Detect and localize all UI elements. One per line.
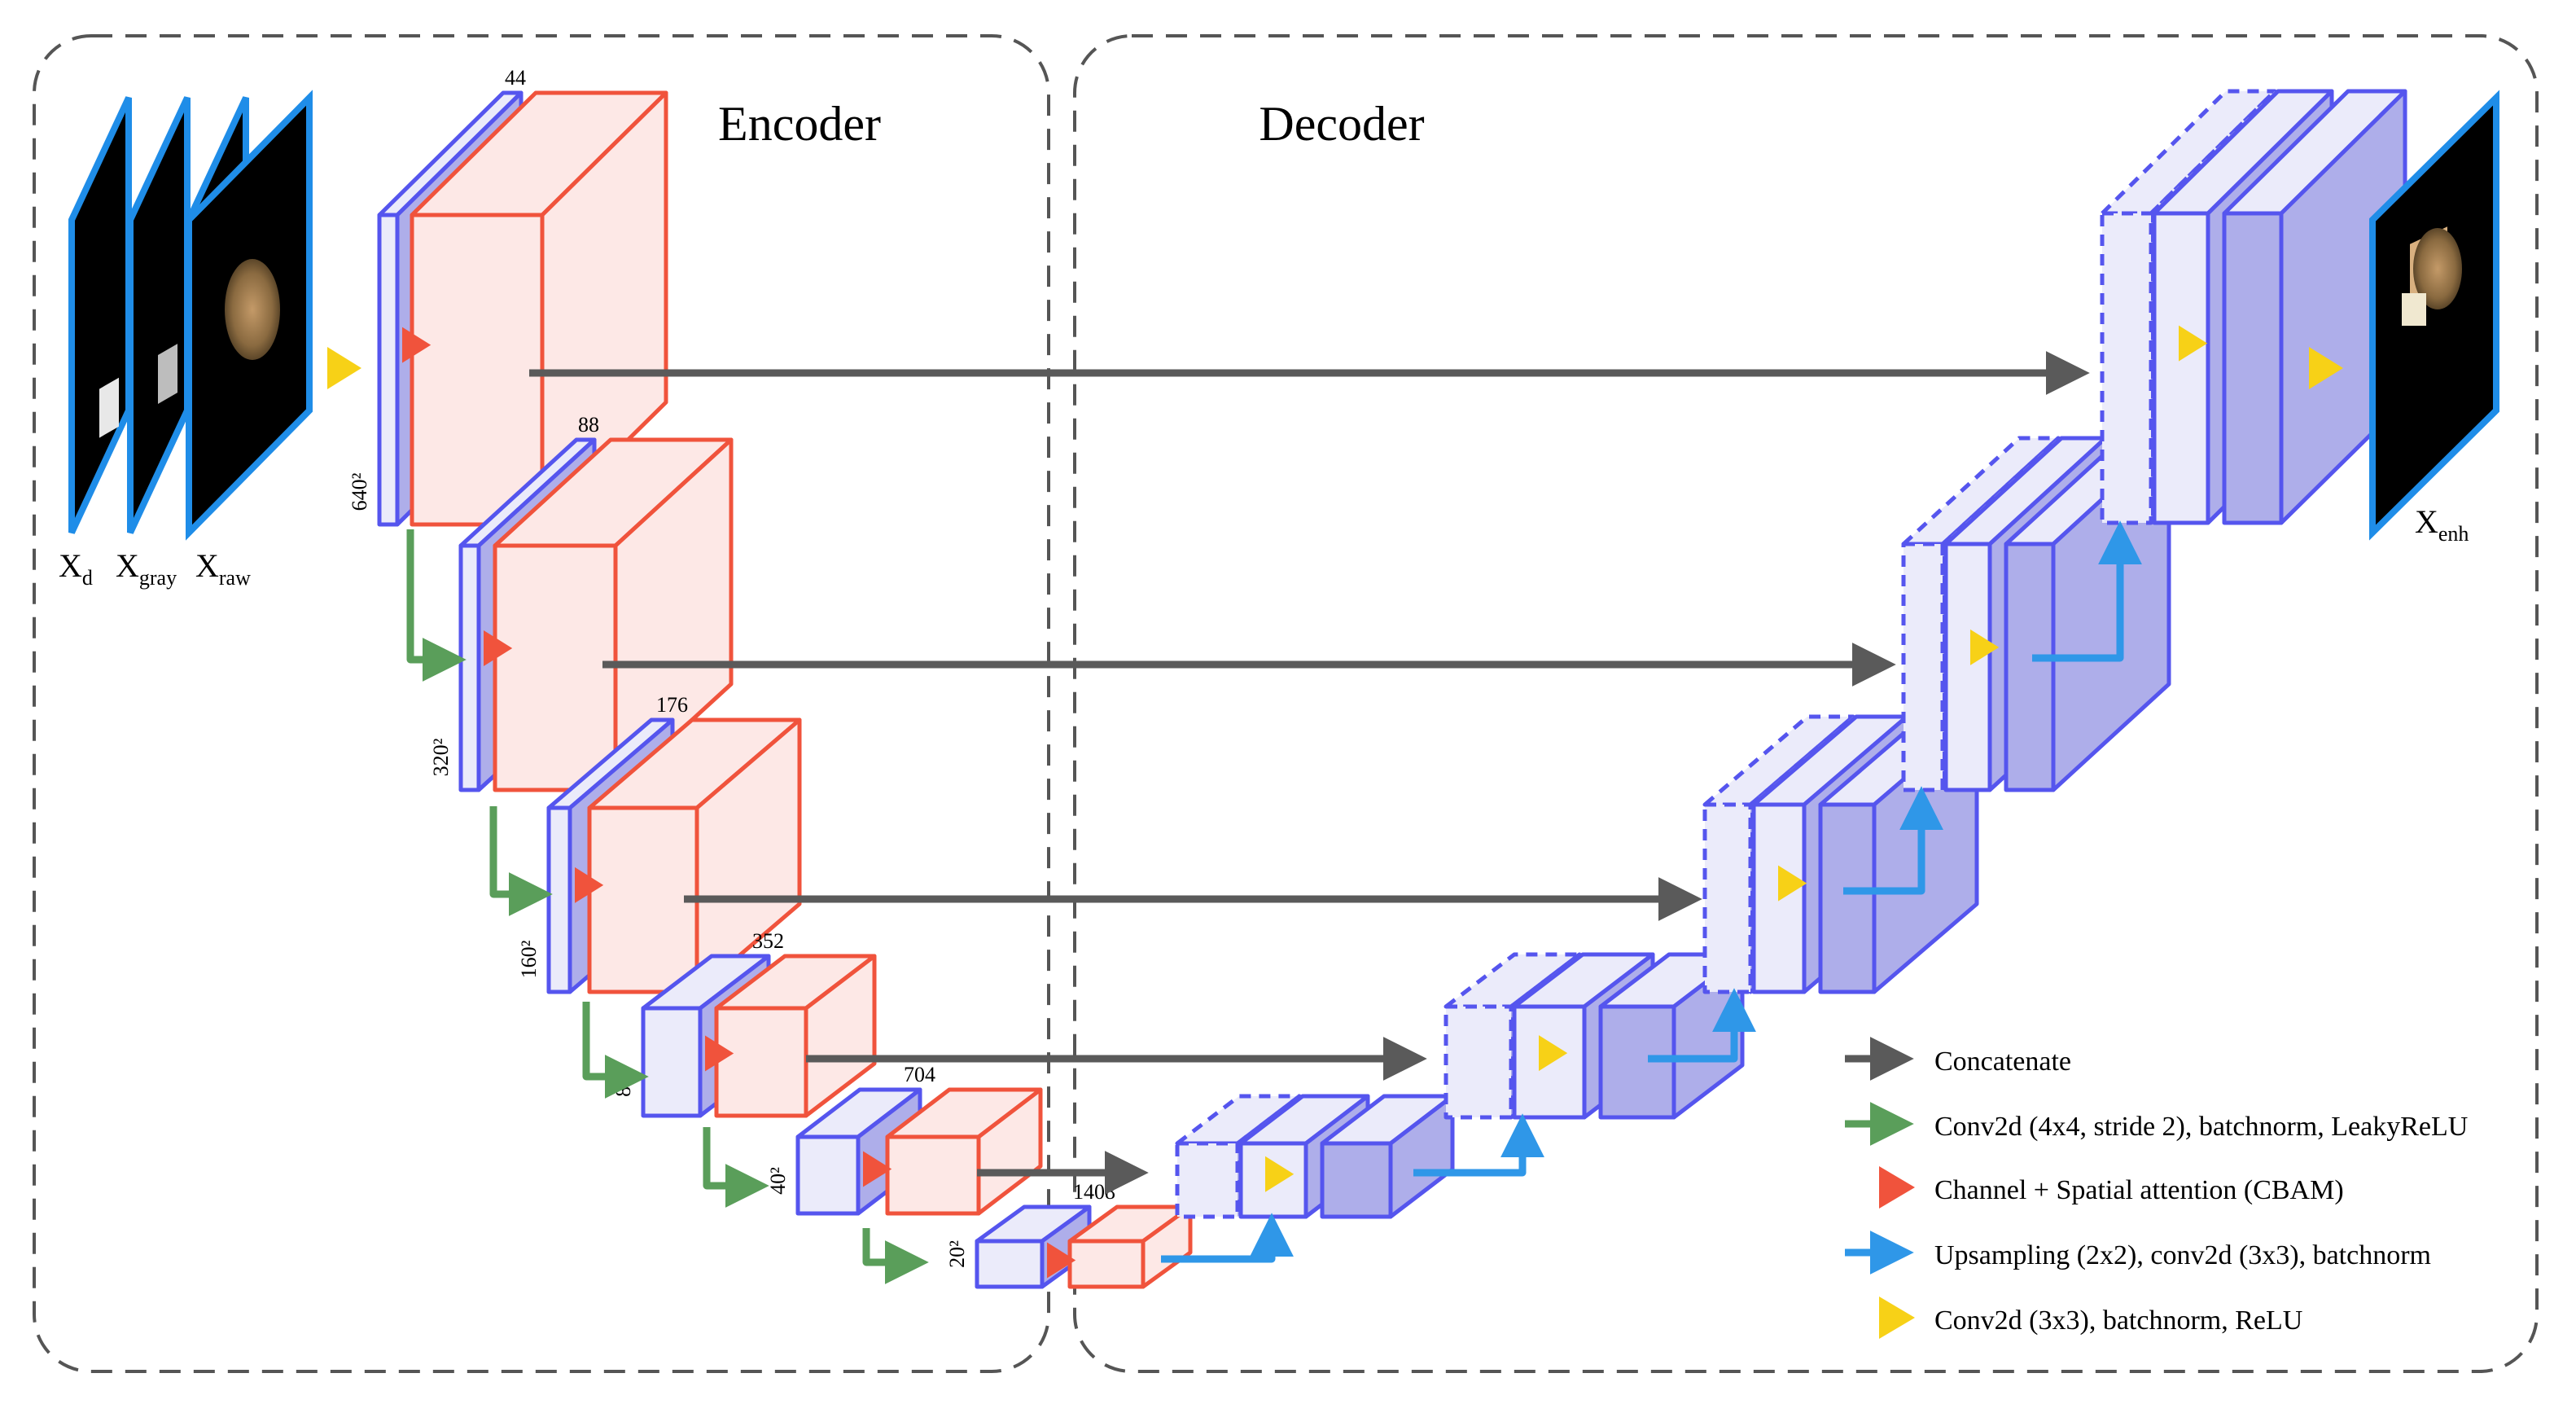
enc-level-2-channels: 176 [656, 693, 688, 717]
dec-level-0-conv-triangle [1265, 1156, 1295, 1192]
enc-level-3-cbam-triangle [705, 1035, 734, 1072]
enc-level-4-cbam-triangle [863, 1151, 892, 1187]
enc-level-0-blue-front [377, 213, 400, 527]
up-arrow-2 [1648, 988, 1756, 1063]
enc-level-1-red-front [493, 543, 618, 792]
legend-cbam-label: Channel + Spatial attention (CBAM) [1934, 1175, 2344, 1205]
enc-level-2-blue-front [546, 805, 572, 994]
input-image-xraw-object [225, 259, 280, 360]
dec-level-3-skip-front [1901, 542, 1945, 792]
input-label-xgray: Xgray [116, 547, 177, 590]
enc-level-0-channels: 44 [505, 66, 526, 90]
enc-level-2-red-front [587, 805, 699, 994]
input-label-xd: Xd [59, 547, 93, 590]
enc-level-4-channels: 704 [904, 1063, 935, 1086]
legend-conv-label: Conv2d (3x3), batchnorm, ReLU [1934, 1305, 2302, 1336]
legend: Concatenate Conv2d (4x4, stride 2), batc… [1845, 1037, 2468, 1339]
enc-level-5-channels: 1408 [1073, 1180, 1115, 1204]
enc-level-4-size: 40² [766, 1167, 790, 1195]
down-arrow-4 [862, 1228, 929, 1284]
enc-level-2-cbam-triangle [575, 867, 604, 903]
down-arrow-1 [489, 806, 553, 916]
enc-level-0-red-front [410, 213, 545, 527]
down-arrow-0 [406, 529, 467, 682]
enc-level-3-channels: 352 [752, 929, 784, 953]
enc-level-5-blue-front [975, 1239, 1045, 1289]
enc-level-5-size: 20² [945, 1240, 969, 1268]
encoder-title: Encoder [718, 97, 881, 151]
input-conv-triangle [327, 347, 361, 389]
dec-level-4-up-front [2152, 211, 2210, 525]
up-arrow-3 [1843, 786, 1943, 895]
legend-concat-label: Concatenate [1934, 1046, 2071, 1077]
up-arrow-1 [1413, 1113, 1544, 1177]
legend-down-label: Conv2d (4x4, stride 2), batchnorm, Leaky… [1934, 1112, 2468, 1142]
dec-level-1-skip-front [1444, 1004, 1514, 1120]
enc-level-1-cbam-triangle [484, 630, 513, 666]
enc-level-1-channels: 88 [578, 413, 599, 437]
decoder-frame [1073, 34, 2539, 1373]
enc-level-3-blue-front [641, 1006, 703, 1118]
up-arrow-0 [1161, 1213, 1294, 1263]
dec-level-4-conv-triangle [2179, 325, 2208, 362]
dec-level-1-conv-triangle [1539, 1035, 1568, 1072]
input-image-xd [68, 96, 132, 534]
enc-level-2-size: 160² [517, 940, 541, 978]
legend-conv-triangle-icon [1879, 1297, 1915, 1339]
legend-up-label: Upsampling (2x2), conv2d (3x3), batchnor… [1934, 1240, 2431, 1270]
enc-level-0-cbam-triangle [402, 327, 432, 363]
encoder-frame [33, 34, 1050, 1373]
enc-level-3-red-front [714, 1006, 808, 1118]
output-image [2369, 90, 2499, 541]
dec-level-3-up-front [1943, 542, 1992, 792]
enc-level-4-blue-front [795, 1134, 861, 1216]
dec-level-4-skip-front [2100, 211, 2153, 525]
dec-level-2-conv-front [1818, 802, 1877, 994]
input-label-xraw: Xraw [195, 547, 251, 590]
output-conv-triangle [2309, 347, 2343, 389]
enc-level-5-cbam-triangle [1047, 1242, 1076, 1279]
legend-cbam-triangle-icon [1879, 1166, 1915, 1209]
enc-level-1-blue-front [458, 543, 481, 792]
dec-level-3-conv-triangle [1970, 629, 2000, 665]
dec-level-0-conv-front [1320, 1141, 1393, 1219]
input-image-xgray [127, 96, 191, 534]
dec-level-2-conv-triangle [1778, 865, 1807, 902]
enc-level-5-red-front [1067, 1239, 1146, 1289]
enc-level-4-red-front [885, 1134, 981, 1216]
down-arrow-2 [582, 1002, 649, 1099]
enc-level-1-size: 320² [429, 738, 453, 776]
up-arrow-4 [2032, 520, 2142, 662]
down-arrow-3 [703, 1127, 769, 1208]
decoder-title: Decoder [1259, 97, 1424, 151]
dec-level-2-skip-front [1702, 802, 1753, 994]
output-label-xenh: Xenh [2415, 503, 2469, 546]
input-image-stack [68, 90, 313, 541]
dec-level-4-conv-front [2222, 211, 2284, 525]
enc-level-0-size: 640² [348, 472, 371, 511]
dec-level-3-conv-front [2004, 542, 2056, 792]
dec-level-0-skip-front [1175, 1141, 1240, 1219]
